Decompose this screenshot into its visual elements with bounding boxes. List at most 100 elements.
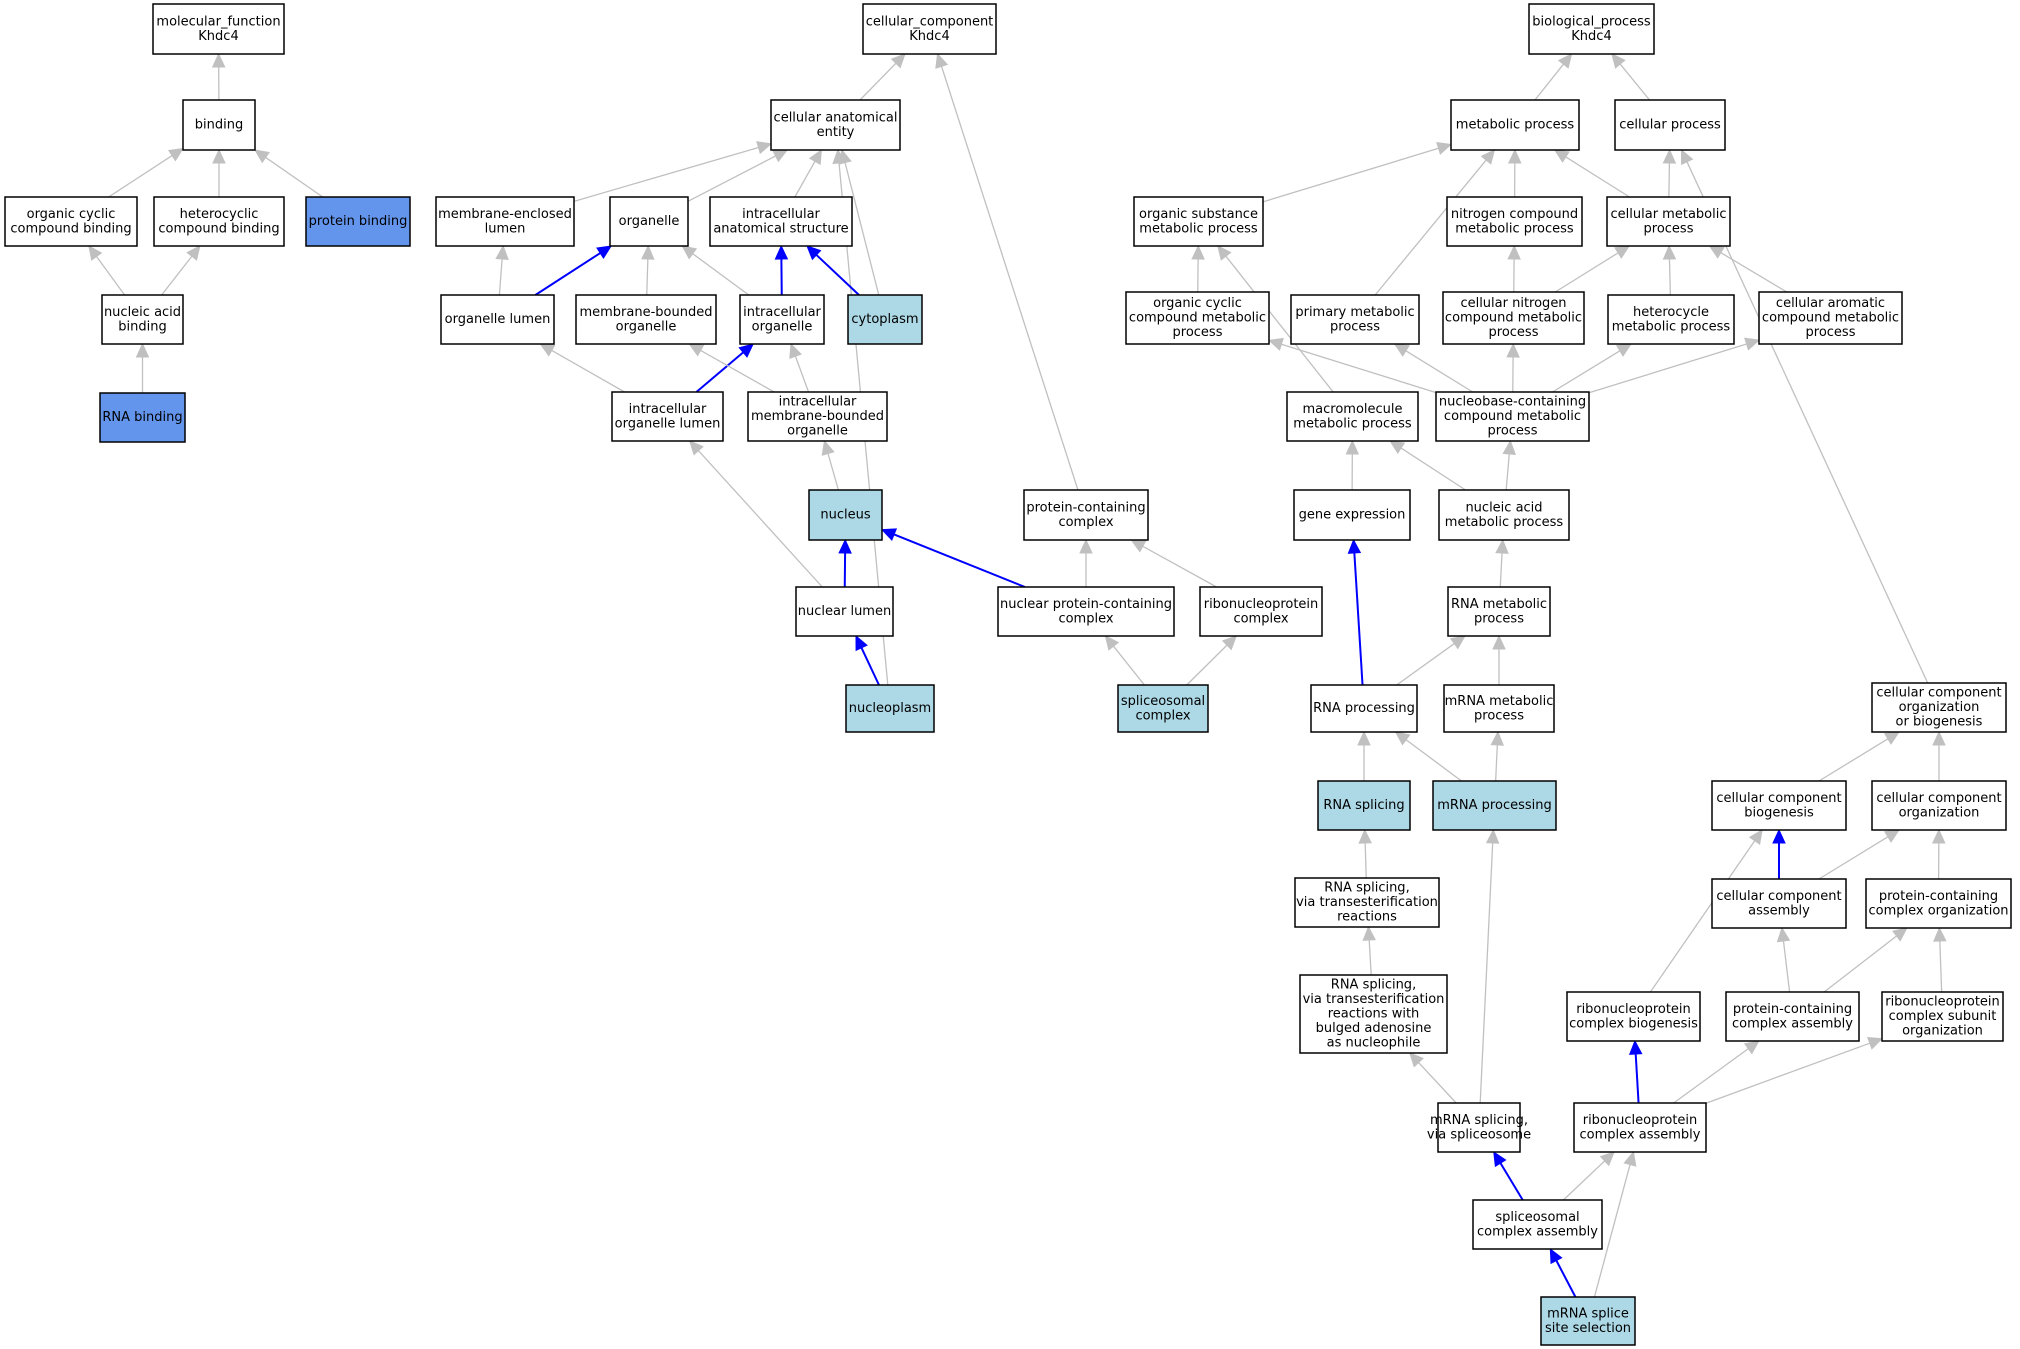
arrowhead-icon <box>1104 635 1120 651</box>
go-term-node-metabolic-process[interactable]: metabolic process <box>1450 99 1580 151</box>
go-term-node-mrna-processing[interactable]: mRNA processing <box>1432 780 1557 831</box>
arrowhead-icon <box>1662 148 1677 164</box>
go-term-node-gene-expression[interactable]: gene expression <box>1293 489 1411 541</box>
arrowhead-icon <box>832 148 846 165</box>
node-box <box>709 196 853 247</box>
node-box <box>1125 291 1270 345</box>
go-term-node-rna-splicing-transesterification[interactable]: RNA splicing,via transesterificationreac… <box>1294 877 1440 928</box>
node-label: compound binding <box>10 221 131 236</box>
edge-rna_binding-to-nucleic_acid_binding <box>135 342 150 393</box>
edge-rna_processing-to-gene_expression <box>1347 538 1364 686</box>
arrowhead-icon <box>821 439 835 456</box>
go-term-node-cytoplasm[interactable]: cytoplasm <box>847 294 923 345</box>
node-box <box>1566 991 1701 1042</box>
node-box <box>1871 780 2007 831</box>
edge-mrna_splicing_spliceosome-to-mrna_processing <box>1479 828 1500 1104</box>
go-term-node-rna-processing[interactable]: RNA processing <box>1310 684 1418 733</box>
node-label: or biogenesis <box>1896 715 1983 730</box>
go-term-node-mrna-splicing-spliceosome[interactable]: mRNA splicing,via spliceosome <box>1427 1102 1531 1153</box>
arrowhead-icon <box>1553 149 1570 163</box>
node-label: nucleobase-containing <box>1439 395 1586 410</box>
node-label: process <box>1644 221 1694 236</box>
go-term-node-rna-splicing-bulged-adenosine[interactable]: RNA splicing,via transesterificationreac… <box>1299 974 1448 1054</box>
node-label: RNA splicing <box>1323 798 1404 813</box>
edge-protein_containing_complex_assembly-to-protein_containing_complex_organization <box>1823 927 1908 993</box>
edge-line <box>1534 63 1564 101</box>
go-term-node-nucleus[interactable]: nucleus <box>808 489 883 541</box>
go-term-node-protein-binding[interactable]: protein binding <box>305 196 411 247</box>
go-term-node-binding[interactable]: binding <box>182 99 256 151</box>
node-label: cellular component <box>1876 791 2001 806</box>
edge-line <box>1720 252 1788 293</box>
node-box <box>609 196 689 247</box>
node-label: molecular_function <box>156 14 280 29</box>
node-label: compound metabolic <box>1129 311 1266 326</box>
node-box <box>1432 780 1557 831</box>
go-term-node-nuclear-lumen[interactable]: nuclear lumen <box>795 586 894 637</box>
go-term-node-cellular-process[interactable]: cellular process <box>1614 99 1726 151</box>
go-term-node-rna-splicing[interactable]: RNA splicing <box>1317 780 1411 831</box>
go-term-node-nucleoplasm[interactable]: nucleoplasm <box>845 684 935 733</box>
node-box <box>1133 196 1264 247</box>
node-label: spliceosomal <box>1495 1210 1579 1225</box>
go-term-node-rna-binding[interactable]: RNA binding <box>99 392 186 443</box>
node-label: nucleic acid <box>1465 500 1542 515</box>
node-label: metabolic process <box>1456 118 1575 133</box>
go-term-node-organelle-lumen[interactable]: organelle lumen <box>440 294 555 345</box>
node-label: complex <box>1058 611 1113 626</box>
arrowhead-icon <box>1191 244 1205 260</box>
node-label: mRNA splice <box>1547 1306 1629 1321</box>
arrowhead-icon <box>1507 244 1521 260</box>
node-box <box>435 196 575 247</box>
node-label: primary metabolic <box>1295 305 1414 320</box>
go-term-node-organelle[interactable]: organelle <box>609 196 689 247</box>
node-label: complex biogenesis <box>1569 1016 1698 1031</box>
node-box <box>611 391 724 442</box>
node-label: organelle <box>616 319 677 334</box>
node-box <box>1472 1199 1603 1250</box>
edge-line <box>646 258 649 296</box>
